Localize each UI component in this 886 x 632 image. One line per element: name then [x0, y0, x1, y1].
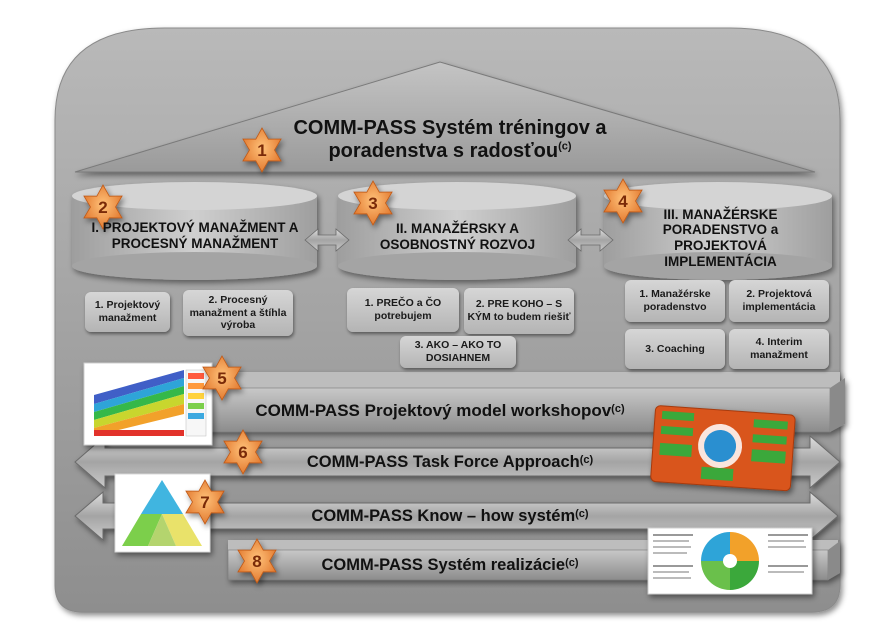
workshop-model-thumbnail: [83, 362, 213, 446]
pillar-3: [604, 182, 832, 280]
star-number-6: 6: [238, 443, 247, 462]
star-6: [223, 429, 263, 475]
band-6-title: COMM-PASS Task Force Approach(c): [260, 448, 640, 476]
band-8-text: COMM-PASS Systém realizácie: [321, 555, 566, 574]
star-number-1: 1: [257, 141, 266, 160]
roof-title-sup: (c): [558, 140, 572, 153]
band-6-sup: (c): [579, 454, 594, 466]
star-number-8: 8: [252, 552, 261, 571]
star-number-7: 7: [200, 493, 209, 512]
pillar-2-box-1: 1. PREČO a ČO potrebujem: [347, 288, 459, 332]
star-number-4: 4: [618, 192, 628, 211]
pillar-3-title: III. MANAŽÉRSKE PORADENSTVO a PROJEKTOVÁ…: [662, 206, 779, 269]
pillar-2-box-2: 2. PRE KOHO – S KÝM to budem riešiť: [464, 288, 574, 334]
roof-title-line2: poradenstva s radosťou(c): [328, 140, 572, 162]
roof-title: COMM-PASS Systém tréningov a poradenstva…: [240, 110, 660, 170]
star-8: [237, 538, 277, 584]
pillar-1: [72, 182, 317, 280]
pillar-1-title: I. PROJEKTOVÝ MANAŽMENT A PROCESNÝ MANAŽ…: [91, 220, 299, 251]
band-7-arrow: [74, 490, 839, 542]
pillar-arrow-2-3: [567, 228, 614, 252]
pillar-1-box-2: 2. Procesný manažment a štíhla výroba: [183, 290, 293, 336]
pillar-3-box-3: 3. Coaching: [625, 329, 725, 369]
band-6-text: COMM-PASS Task Force Approach: [306, 452, 580, 471]
star-3: [353, 180, 393, 226]
pillar-3-box-2: 2. Projektová implementácia: [729, 280, 829, 322]
band-5-title: COMM-PASS Projektový model workshopov(c): [220, 396, 660, 426]
pillar-1-box-1: 1. Projektový manažment: [85, 292, 170, 332]
task-force-thumbnail: [650, 405, 796, 492]
pillar-3-box-4: 4. Interim manažment: [729, 329, 829, 369]
band-5-text: COMM-PASS Projektový model workshopov: [255, 401, 612, 420]
star-4: [603, 178, 643, 224]
band-7-text: COMM-PASS Know – how systém: [311, 506, 576, 525]
realization-system-thumbnail: [647, 527, 813, 595]
band-8-sup: (c): [565, 557, 579, 569]
numbered-stars: 1 2 3 4 5 6 7 8: [83, 127, 643, 584]
band-8-title: COMM-PASS Systém realizácie(c): [280, 550, 620, 580]
star-1: [242, 127, 282, 173]
pillar-2-box-3: 3. AKO – AKO TO DOSIAHNEM: [400, 336, 516, 368]
band-5-sup: (c): [611, 403, 625, 415]
band-7-sup: (c): [575, 508, 589, 520]
star-number-5: 5: [217, 369, 226, 388]
star-number-3: 3: [368, 194, 377, 213]
star-2: [83, 184, 123, 230]
star-7: [185, 479, 225, 525]
star-5: [202, 355, 242, 401]
star-number-2: 2: [98, 198, 107, 217]
roof-title-line1: COMM-PASS Systém tréningov a: [293, 117, 607, 139]
band-7-title: COMM-PASS Know – how systém(c): [260, 503, 640, 529]
pillar-2-title: II. MANAŽÉRSKY A OSOBNOSTNÝ ROZVOJ: [379, 221, 536, 252]
knowhow-pyramid-thumbnail: [114, 473, 211, 553]
pillar-3-box-1: 1. Manažérske poradenstvo: [625, 280, 725, 322]
pillar-arrow-1-2: [304, 228, 350, 252]
